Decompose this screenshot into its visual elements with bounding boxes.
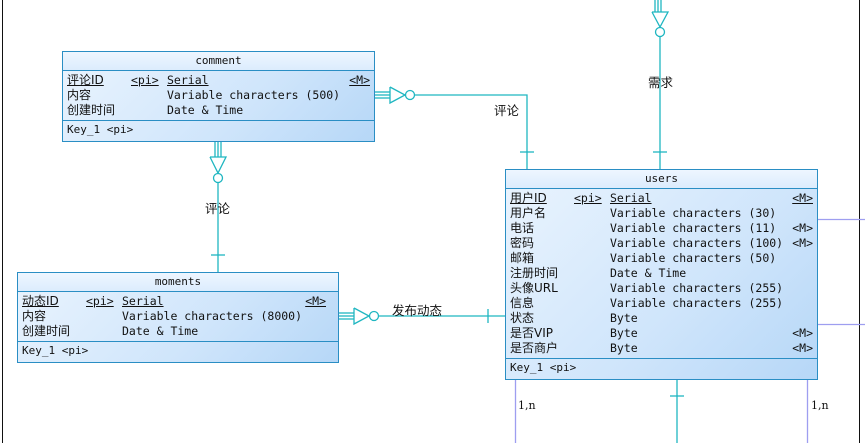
link-users-top[interactable]	[651, 0, 670, 169]
attribute-row[interactable]: 状态 Byte	[510, 311, 813, 326]
attribute-row[interactable]: 创建时间 Date & Time	[22, 324, 334, 339]
attribute-type: Variable characters (500)	[167, 88, 341, 102]
attribute-row[interactable]: 创建时间 Date & Time	[67, 103, 370, 118]
attribute-name: 内容	[22, 309, 47, 323]
attribute-key: <pi>	[131, 73, 159, 87]
attribute-row[interactable]: 动态ID <pi> Serial <M>	[22, 294, 334, 309]
attribute-type: Byte	[610, 341, 638, 355]
relationship-label-demand: 需求	[648, 75, 674, 90]
attribute-type: Variable characters (255)	[610, 281, 784, 295]
attribute-type: Variable characters (50)	[610, 251, 777, 265]
attribute-type: Date & Time	[610, 266, 687, 280]
attribute-name: 头像URL	[510, 281, 558, 295]
attribute-row[interactable]: 内容 Variable characters (500)	[67, 88, 370, 103]
attribute-type: Variable characters (255)	[610, 296, 784, 310]
attribute-name: 状态	[510, 311, 535, 325]
attribute-row[interactable]: 注册时间 Date & Time	[510, 266, 813, 281]
attribute-type: Serial	[122, 294, 164, 308]
attribute-row[interactable]: 电话 Variable characters (11) <M>	[510, 221, 813, 236]
attribute-name: 电话	[510, 221, 535, 235]
attribute-key: <pi>	[86, 294, 114, 308]
relationship-label-comment-moments: 评论	[205, 201, 231, 216]
attribute-type: Serial	[610, 191, 652, 205]
attribute-mandatory: <M>	[792, 191, 813, 205]
attribute-mandatory: <M>	[349, 73, 370, 87]
cardinality-right: 1,n	[811, 399, 829, 412]
attribute-type: Variable characters (11)	[610, 221, 777, 235]
attribute-type: Serial	[167, 73, 209, 87]
attribute-name: 邮箱	[510, 251, 535, 265]
attribute-mandatory: <M>	[792, 221, 813, 235]
entity-title: moments	[18, 273, 338, 292]
attribute-type: Variable characters (8000)	[122, 309, 303, 323]
attribute-name: 动态ID	[22, 294, 59, 308]
attribute-type: Byte	[610, 311, 638, 325]
attribute-name: 注册时间	[510, 266, 559, 280]
attribute-row[interactable]: 密码 Variable characters (100) <M>	[510, 236, 813, 251]
link-moments-users[interactable]	[339, 307, 505, 326]
link-comment-moments[interactable]	[209, 141, 228, 272]
attribute-name: 是否VIP	[510, 326, 553, 340]
entity-comment[interactable]: comment 评论ID <pi> Serial <M> 内容 Variable…	[62, 51, 375, 142]
attribute-row[interactable]: 内容 Variable characters (8000)	[22, 309, 334, 324]
entity-key: Key_1 <pi>	[22, 344, 89, 357]
attribute-list: 动态ID <pi> Serial <M> 内容 Variable charact…	[18, 292, 338, 342]
attribute-mandatory: <M>	[792, 326, 813, 340]
entity-title: users	[506, 170, 817, 189]
attribute-type: Variable characters (30)	[610, 206, 777, 220]
attribute-name: 用户名	[510, 206, 547, 220]
attribute-name: 密码	[510, 236, 535, 250]
attribute-type: Variable characters (100)	[610, 236, 784, 250]
entity-title: comment	[63, 52, 374, 71]
attribute-row[interactable]: 邮箱 Variable characters (50)	[510, 251, 813, 266]
entity-key: Key_1 <pi>	[510, 361, 577, 374]
attribute-name: 评论ID	[67, 73, 104, 87]
attribute-mandatory: <M>	[792, 341, 813, 355]
attribute-key: <pi>	[574, 191, 602, 205]
attribute-row[interactable]: 是否商户 Byte <M>	[510, 341, 813, 356]
attribute-name: 内容	[67, 88, 92, 102]
attribute-mandatory: <M>	[792, 236, 813, 250]
attribute-mandatory: <M>	[305, 294, 326, 308]
attribute-type: Date & Time	[167, 103, 244, 117]
attribute-row[interactable]: 头像URL Variable characters (255)	[510, 281, 813, 296]
attribute-type: Date & Time	[122, 324, 199, 338]
attribute-name: 信息	[510, 296, 535, 310]
entity-users[interactable]: users 用户ID <pi> Serial <M> 用户名 Variable chara…	[505, 169, 818, 380]
attribute-row[interactable]: 信息 Variable characters (255)	[510, 296, 813, 311]
attribute-name: 创建时间	[22, 324, 71, 338]
link-users-bottom[interactable]	[670, 380, 684, 443]
relationship-label-post-moment: 发布动态	[392, 303, 443, 318]
attribute-list: 用户ID <pi> Serial <M> 用户名 Variable characters …	[506, 189, 817, 359]
attribute-type: Byte	[610, 326, 638, 340]
attribute-name: 创建时间	[67, 103, 116, 117]
attribute-row[interactable]: 是否VIP Byte <M>	[510, 326, 813, 341]
attribute-row[interactable]: 用户ID <pi> Serial <M>	[510, 191, 813, 206]
relationship-label-comment-users: 评论	[494, 103, 520, 118]
attribute-name: 用户ID	[510, 191, 547, 205]
link-comment-users[interactable]	[374, 86, 534, 169]
attribute-name: 是否商户	[510, 341, 559, 355]
attribute-row[interactable]: 用户名 Variable characters (30)	[510, 206, 813, 221]
entity-key: Key_1 <pi>	[67, 123, 134, 136]
cardinality-left: 1,n	[518, 399, 536, 412]
attribute-row[interactable]: 评论ID <pi> Serial <M>	[67, 73, 370, 88]
entity-moments[interactable]: moments 动态ID <pi> Serial <M> 内容 Variable…	[17, 272, 339, 363]
users-right-links	[514, 218, 865, 443]
attribute-list: 评论ID <pi> Serial <M> 内容 Variable charact…	[63, 71, 374, 121]
